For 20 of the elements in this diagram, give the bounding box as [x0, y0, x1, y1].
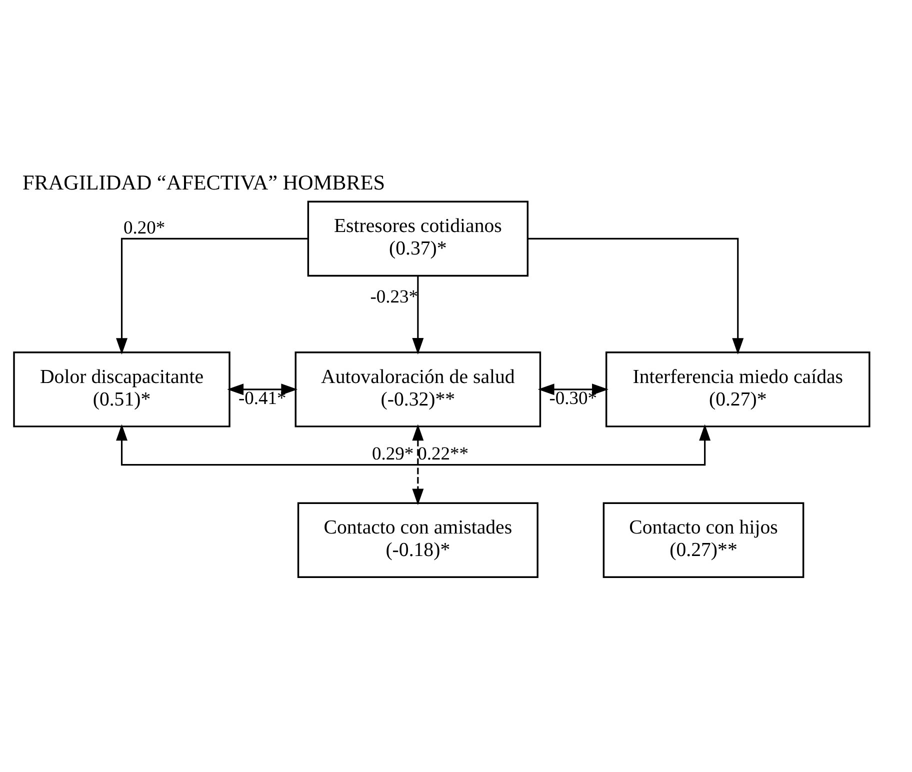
arrow: [412, 275, 424, 354]
arrow: [412, 424, 424, 505]
edge-label: 0.22**: [418, 444, 468, 464]
edge-label: -0.23*: [370, 286, 418, 307]
arrow: [528, 237, 744, 354]
arrow: [538, 383, 608, 395]
arrow: [116, 237, 308, 354]
node-box: Contacto con hijos (0.27)**: [602, 502, 804, 578]
node-box: Contacto con amistades (-0.18)*: [297, 502, 538, 578]
edge-label: -0.41*: [238, 388, 286, 409]
node-box: Estresores cotidianos (0.37)*: [307, 200, 529, 276]
edge-label: 0.29*: [372, 444, 414, 464]
node-box: Dolor discapacitante (0.51)*: [13, 351, 230, 427]
node-box: Interferencia miedo caídas (0.27)*: [605, 351, 870, 427]
edge-label: 0.20*: [123, 218, 166, 238]
edge-label: -0.30*: [549, 388, 598, 409]
node-box: Autovaloración de salud (-0.32)**: [294, 351, 542, 427]
diagram-title: FRAGILIDAD “AFECTIVA” HOMBRES: [22, 170, 385, 194]
arrow: [116, 424, 711, 466]
arrow: [227, 383, 298, 395]
